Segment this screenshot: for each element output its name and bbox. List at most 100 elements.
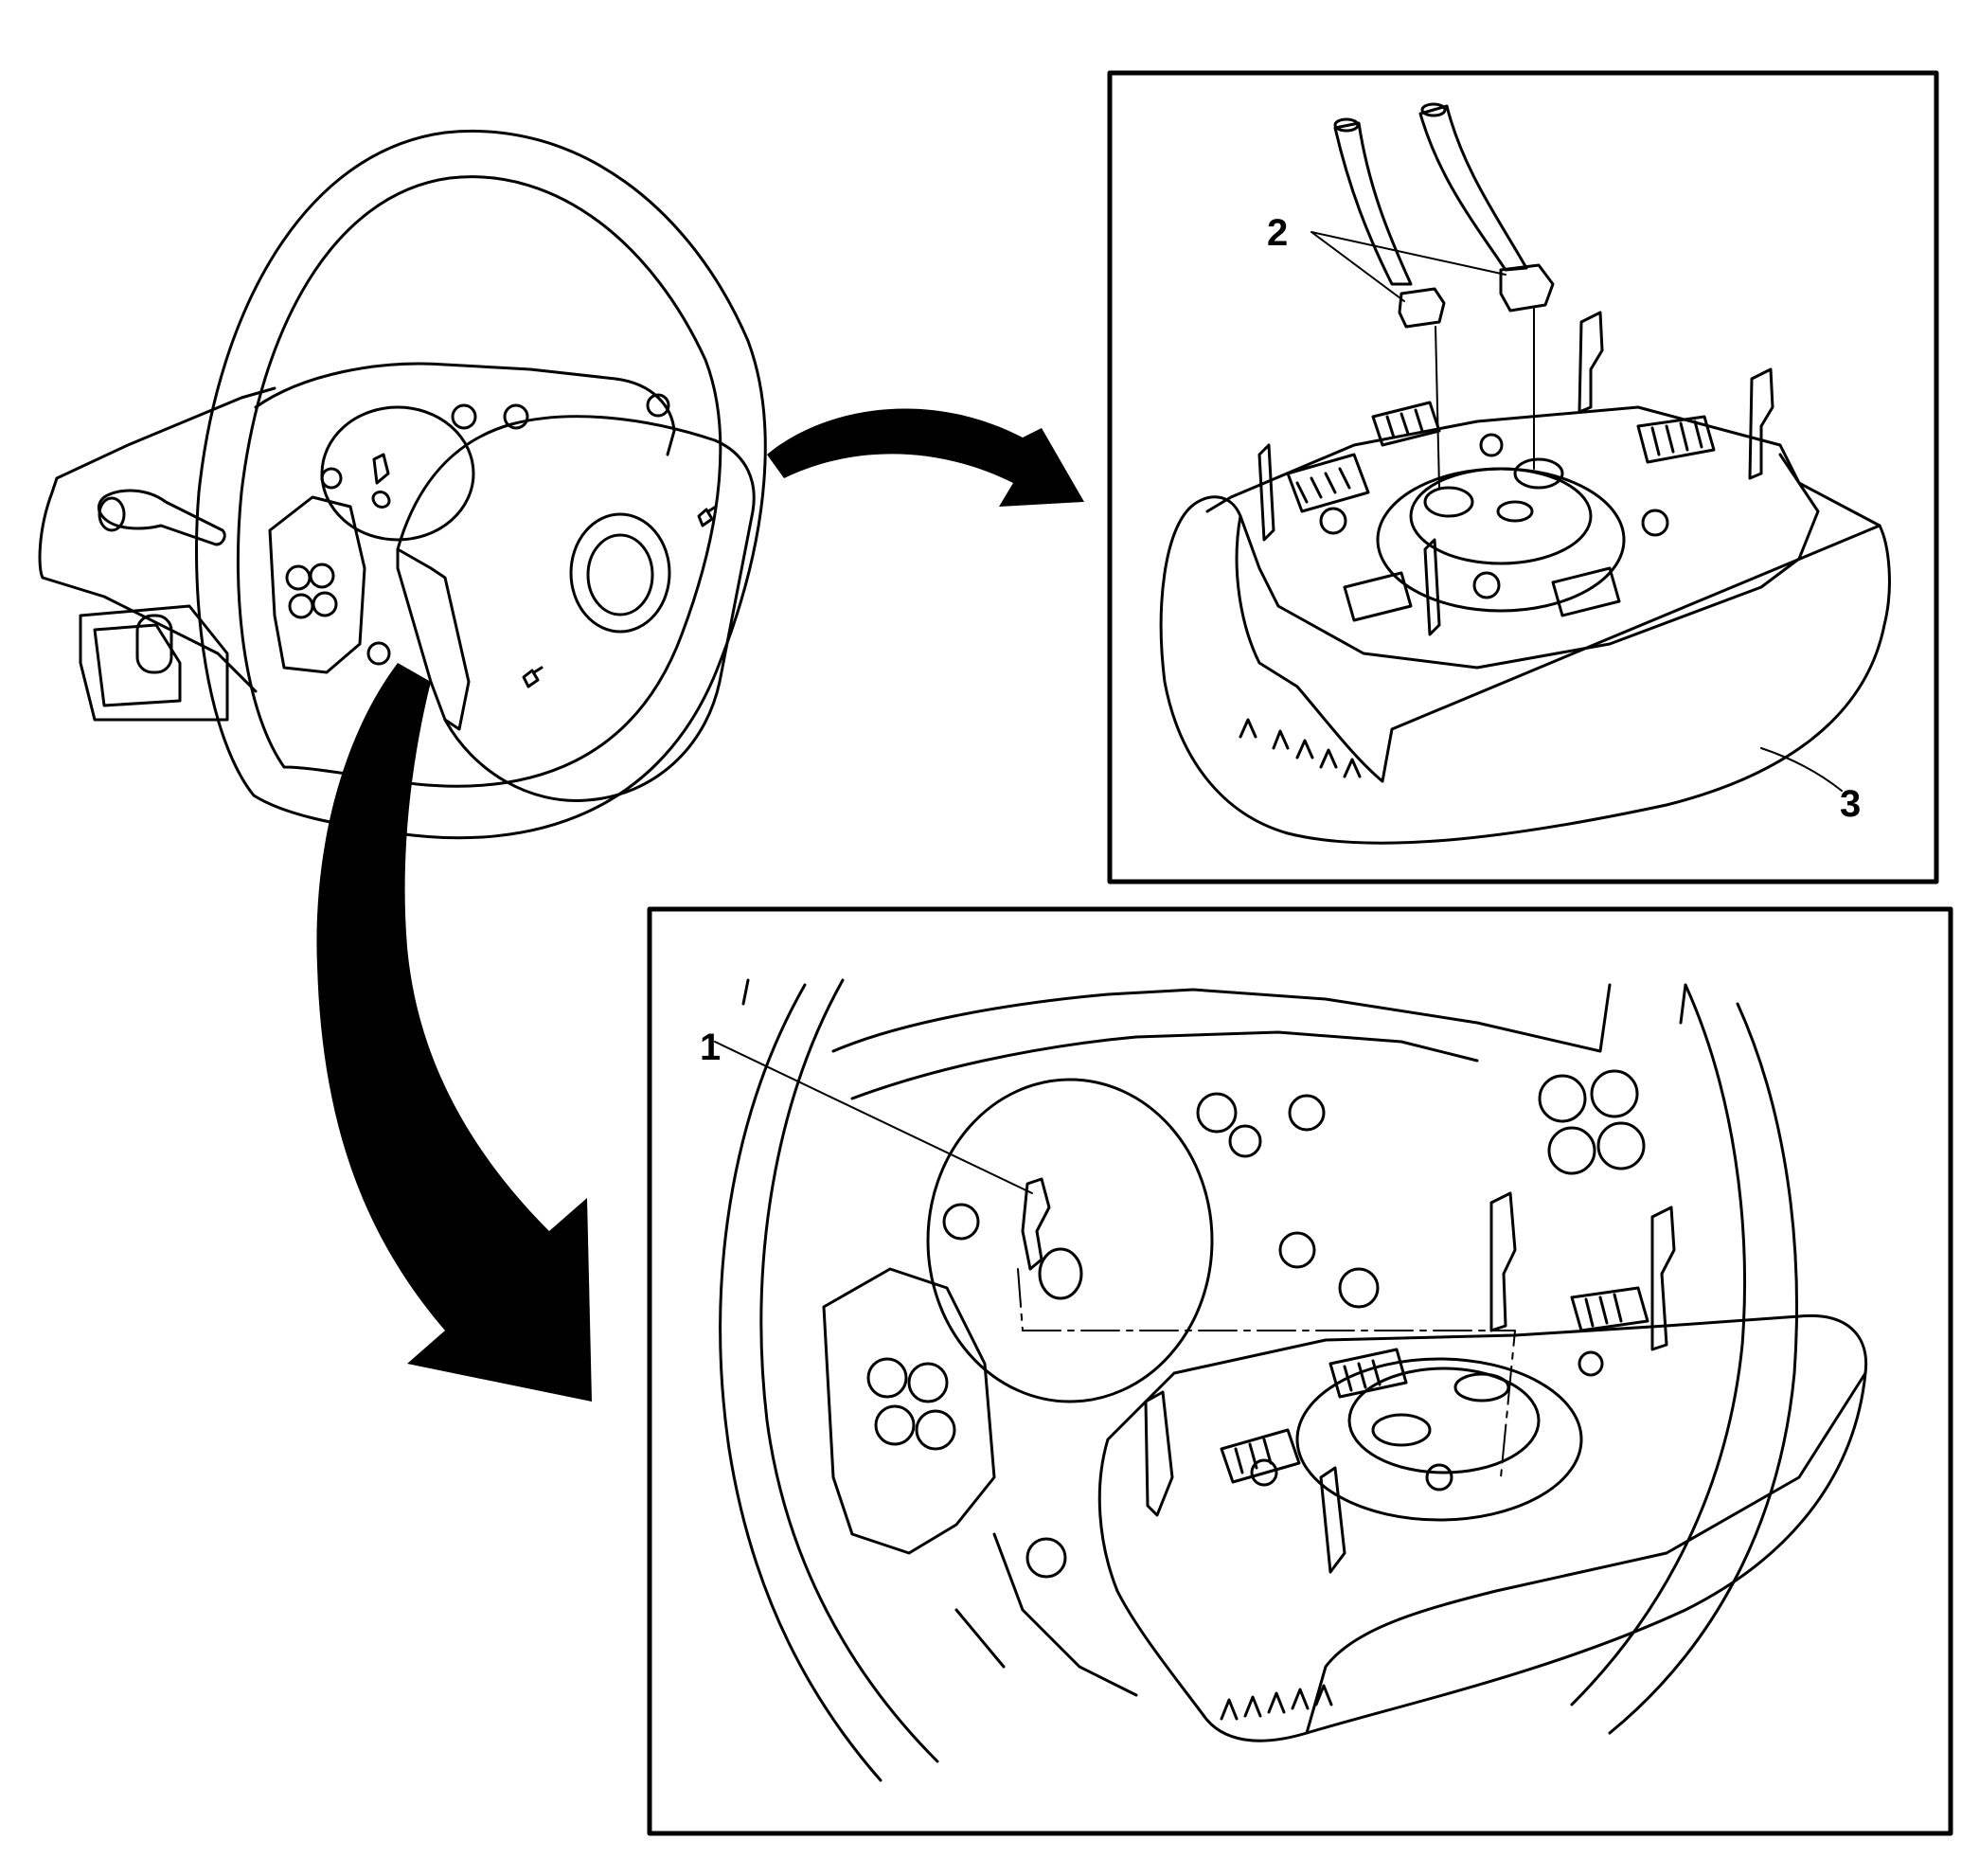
airbag-module [396,415,756,802]
callout-3-leader [1760,747,1843,792]
airbag-emblem [586,533,654,616]
control-button [915,1409,956,1451]
stalk-knob [98,496,126,532]
hub-bolt [1278,1231,1316,1269]
clip-hole [1038,1247,1083,1300]
airbag-connector [1499,263,1555,313]
inflator-center [1496,500,1534,523]
wheel-rim-inner [236,175,722,788]
column-shroud-lower [954,1532,1138,1697]
module-plate [1239,453,1820,670]
inflator-cap [1347,1367,1541,1474]
inflator-terminal [1453,1372,1510,1403]
horn-contact-strip [1286,453,1370,513]
dash-panel [79,604,229,722]
hub-bolt [1288,1094,1326,1132]
horn-contact-strip [1220,1428,1301,1484]
mount-nut [1472,571,1501,599]
control-button [874,1404,916,1446]
left-spoke-controls [822,1267,996,1555]
inflator-terminal [1371,1413,1432,1447]
retaining-clip [1748,367,1774,480]
detail-frame-bottom [647,906,1953,1836]
control-button [1596,1121,1646,1170]
airbag-module-shell [1159,505,1891,845]
hub-bolt [320,467,343,490]
airbag-module-lip [1189,495,1881,783]
steering-column-housing [38,386,276,693]
retaining-clip [1021,1177,1051,1271]
column-shroud [831,983,1612,1053]
inflator-base [1376,467,1626,613]
connector-leader [1435,307,1535,489]
wire-end [1420,102,1447,117]
wheel-rim-arc [719,983,883,1782]
arrow-to-detail-bottom [316,663,592,1402]
wheel-rim-arc [1608,1002,1798,1735]
mount-nut [1425,1463,1453,1492]
callout-label-3: 3 [1840,783,1862,825]
hub-bolt [942,1203,980,1241]
hub-bolt [1025,1537,1067,1579]
retaining-clip [1144,1390,1174,1517]
airbag-module-edge [396,547,471,731]
detail-frame-top [1107,70,1939,884]
arrow-to-detail-top [767,408,1084,507]
inflator-cap [1409,467,1593,565]
hub-bolt [503,403,529,430]
airbag-module [1097,1313,1868,1742]
callout-label-1: 1 [700,1027,722,1068]
control-button [1590,1069,1639,1118]
module-teeth [1239,718,1362,778]
airbag-connector [1398,287,1446,329]
retaining-clip [1489,1191,1517,1332]
callout-label-2: 2 [1267,212,1289,254]
horn-contact-plate [320,405,475,542]
retaining-clip [1319,1466,1346,1574]
retaining-clip [1578,311,1604,414]
hub-bolt [1338,1267,1380,1309]
airbag-emblem-ring [569,512,671,634]
steering-wheel-overview [38,130,1084,1402]
horn-contact-strip [1343,571,1413,622]
control-button [1547,1126,1596,1175]
mount-nut [1641,509,1669,537]
inflator-terminal [1513,457,1564,490]
control-button [907,1362,949,1403]
detail-connectors-view [1107,70,1939,884]
wire-harness [1333,121,1413,286]
module-teeth [1220,1684,1333,1721]
horn-contact-strip [1328,1348,1408,1399]
retaining-clip [1257,443,1275,542]
control-button [309,563,335,589]
control-button [1538,1074,1587,1123]
hub-bolt [366,641,391,666]
wheel-hub-rear [254,362,676,456]
horn-icon [697,505,718,527]
hub-bolt [451,403,477,430]
horn-icon [522,666,544,688]
left-spoke-controls [268,495,366,674]
horn-contact-strip [1551,566,1621,617]
dash-switch [135,614,173,674]
horn-contact-strip [1570,1286,1649,1332]
wheel-rim-outer [194,130,767,840]
wheel-rim-arc [759,978,939,1763]
hub-bolt [646,393,670,418]
retaining-clip [1650,1206,1676,1351]
control-button [288,593,314,619]
mount-nut [1319,507,1347,535]
mount-nut [1479,433,1504,457]
control-button [285,564,312,591]
mount-nut [1250,1458,1278,1487]
wheel-rim-arc [1570,983,1746,1706]
horn-contact-strip [1636,415,1716,464]
clip-alignment-line [1017,1268,1516,1478]
wheel-rim-arc [741,978,1687,1025]
horn-contact-strip [1371,401,1441,447]
wire-harness [1418,104,1528,272]
key-tab [371,453,391,509]
callout-2-leader [1310,231,1507,302]
retaining-clip [1423,538,1441,636]
